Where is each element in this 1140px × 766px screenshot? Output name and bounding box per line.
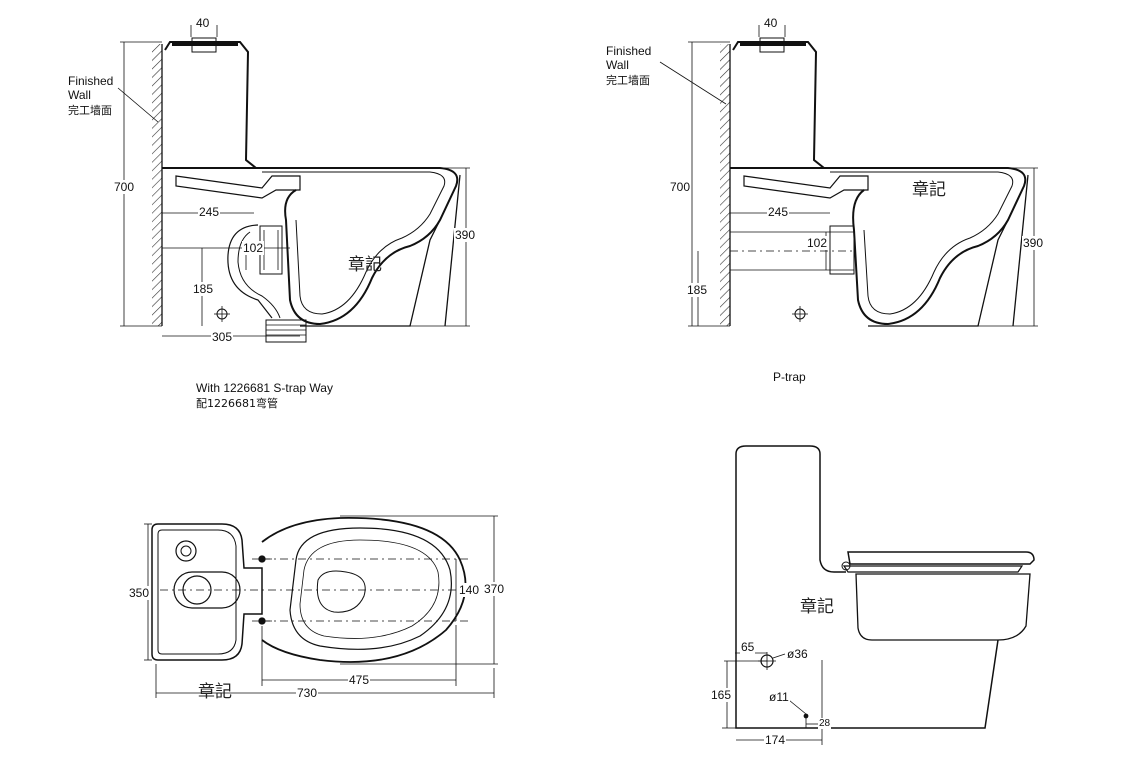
sstrap-caption-en: With 1226681 S-trap Way (196, 381, 333, 395)
side-bowl (855, 573, 1031, 641)
ptrap-wall-label-zh: 完工墙面 (606, 74, 650, 87)
ptrap-outlet (829, 225, 855, 275)
side-dim-165: 165 (710, 688, 733, 702)
side-watermark: 章記 (800, 597, 834, 617)
sstrap-dim-390: 390 (454, 228, 477, 242)
plan-bowl-drain (316, 570, 366, 613)
side-dim-d11: ø11 (768, 690, 790, 704)
plan-dim-350: 350 (128, 586, 151, 600)
plan-tank-outline (151, 523, 263, 661)
sstrap-wall-label-zh: 完工墙面 (68, 104, 112, 117)
sstrap-dim-top: 40 (195, 16, 211, 30)
ptrap-wall-hatch (720, 44, 730, 326)
sstrap-bowl-rim (256, 167, 459, 326)
ptrap-dim-102: 102 (806, 236, 829, 250)
ptrap-tank (730, 41, 827, 169)
plan-view (144, 515, 498, 698)
sstrap-dim-102: 102 (242, 241, 265, 255)
sstrap-wall-label-en: Finished Wall (68, 74, 114, 102)
ptrap-bowl-rim (824, 167, 1027, 326)
ptrap-dim-top: 40 (763, 16, 779, 30)
side-tank (735, 445, 846, 573)
sstrap-trap (227, 224, 273, 319)
side-dim-174: 174 (764, 733, 787, 747)
plan-dim-475: 475 (348, 673, 371, 687)
ptrap-side-view (659, 25, 1038, 327)
side-dim-28: 28 (818, 718, 832, 729)
sstrap-dim-185: 185 (192, 282, 215, 296)
sstrap-dim-305: 305 (211, 330, 234, 344)
sstrap-outlet (265, 319, 307, 343)
sstrap-caption-zh: 配1226681弯管 (196, 397, 278, 410)
plan-dim-140: 140 (458, 583, 481, 597)
sstrap-dim-245: 245 (198, 205, 221, 219)
sstrap-wall-hatch (152, 44, 162, 326)
sstrap-side-view (117, 25, 470, 343)
side-dim-d36: ø36 (786, 647, 809, 661)
side-dim-65: 65 (740, 640, 756, 654)
plan-dim-730: 730 (296, 686, 319, 700)
ptrap-watermark: 章記 (912, 180, 946, 200)
ptrap-caption: P-trap (773, 370, 806, 384)
side-body (735, 454, 999, 729)
sstrap-tank (162, 41, 259, 169)
ptrap-wall-label-en: Finished Wall (606, 44, 652, 72)
sstrap-watermark: 章記 (348, 255, 382, 275)
ptrap-dim-185: 185 (686, 283, 709, 297)
plan-watermark: 章記 (198, 682, 232, 702)
sstrap-dim-height: 700 (113, 180, 136, 194)
ptrap-dim-245: 245 (767, 205, 790, 219)
ptrap-dim-390: 390 (1022, 236, 1045, 250)
side-seat-lid (847, 551, 1035, 565)
ptrap-dim-height: 700 (669, 180, 692, 194)
plan-dim-370: 370 (483, 582, 506, 596)
